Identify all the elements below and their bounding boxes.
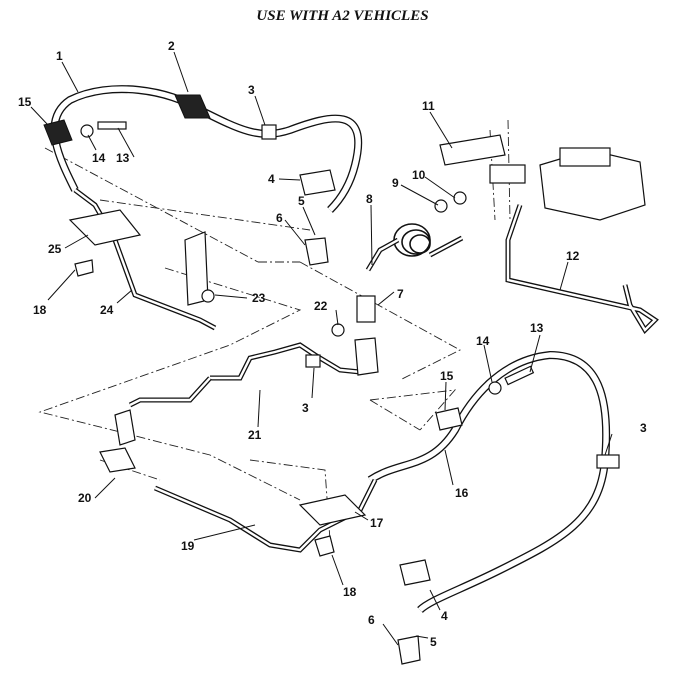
callout-21: 21 xyxy=(248,428,262,442)
diagram-title: USE WITH A2 VEHICLES xyxy=(256,8,429,24)
reference-lines xyxy=(38,119,511,541)
callout-22: 22 xyxy=(314,299,328,313)
callout-9: 9 xyxy=(392,176,399,190)
callout-19: 19 xyxy=(181,539,195,553)
callout-6-lower: 6 xyxy=(368,613,375,627)
callout-5-lower: 5 xyxy=(430,635,437,649)
callout-8: 8 xyxy=(366,192,373,206)
callout-numbers: 1 2 3 4 5 6 7 8 9 10 11 12 13 13 14 14 1… xyxy=(18,39,647,649)
callout-15-lower: 15 xyxy=(440,369,454,383)
callout-11: 11 xyxy=(422,99,435,113)
callout-18-lower: 18 xyxy=(343,585,357,599)
upper-brake-hose xyxy=(50,85,363,213)
callout-3-lower: 3 xyxy=(640,421,647,435)
callout-14: 14 xyxy=(92,151,106,165)
callout-1: 1 xyxy=(56,49,63,63)
callout-24: 24 xyxy=(100,303,114,317)
callout-15: 15 xyxy=(18,95,32,109)
callout-7: 7 xyxy=(397,287,404,301)
callout-14-lower: 14 xyxy=(476,334,490,348)
parts xyxy=(43,94,646,665)
callout-3: 3 xyxy=(248,83,255,97)
callout-20: 20 xyxy=(78,491,92,505)
callout-leaders xyxy=(30,51,613,646)
callout-3-mid: 3 xyxy=(302,401,309,415)
callout-4-lower: 4 xyxy=(441,609,448,623)
callout-23: 23 xyxy=(252,291,266,305)
callout-16: 16 xyxy=(455,486,469,500)
callout-6: 6 xyxy=(276,211,283,225)
callout-17: 17 xyxy=(370,516,384,530)
callout-13: 13 xyxy=(116,151,130,165)
callout-5: 5 xyxy=(298,194,305,208)
callout-13-lower: 13 xyxy=(530,321,544,335)
callout-18: 18 xyxy=(33,303,47,317)
callout-25: 25 xyxy=(48,242,62,256)
lower-brake-hose xyxy=(367,350,611,614)
brake-tubes xyxy=(73,188,659,553)
callout-2: 2 xyxy=(168,39,175,53)
callout-12: 12 xyxy=(566,249,580,263)
callout-4: 4 xyxy=(268,172,275,186)
callout-10: 10 xyxy=(412,168,426,182)
